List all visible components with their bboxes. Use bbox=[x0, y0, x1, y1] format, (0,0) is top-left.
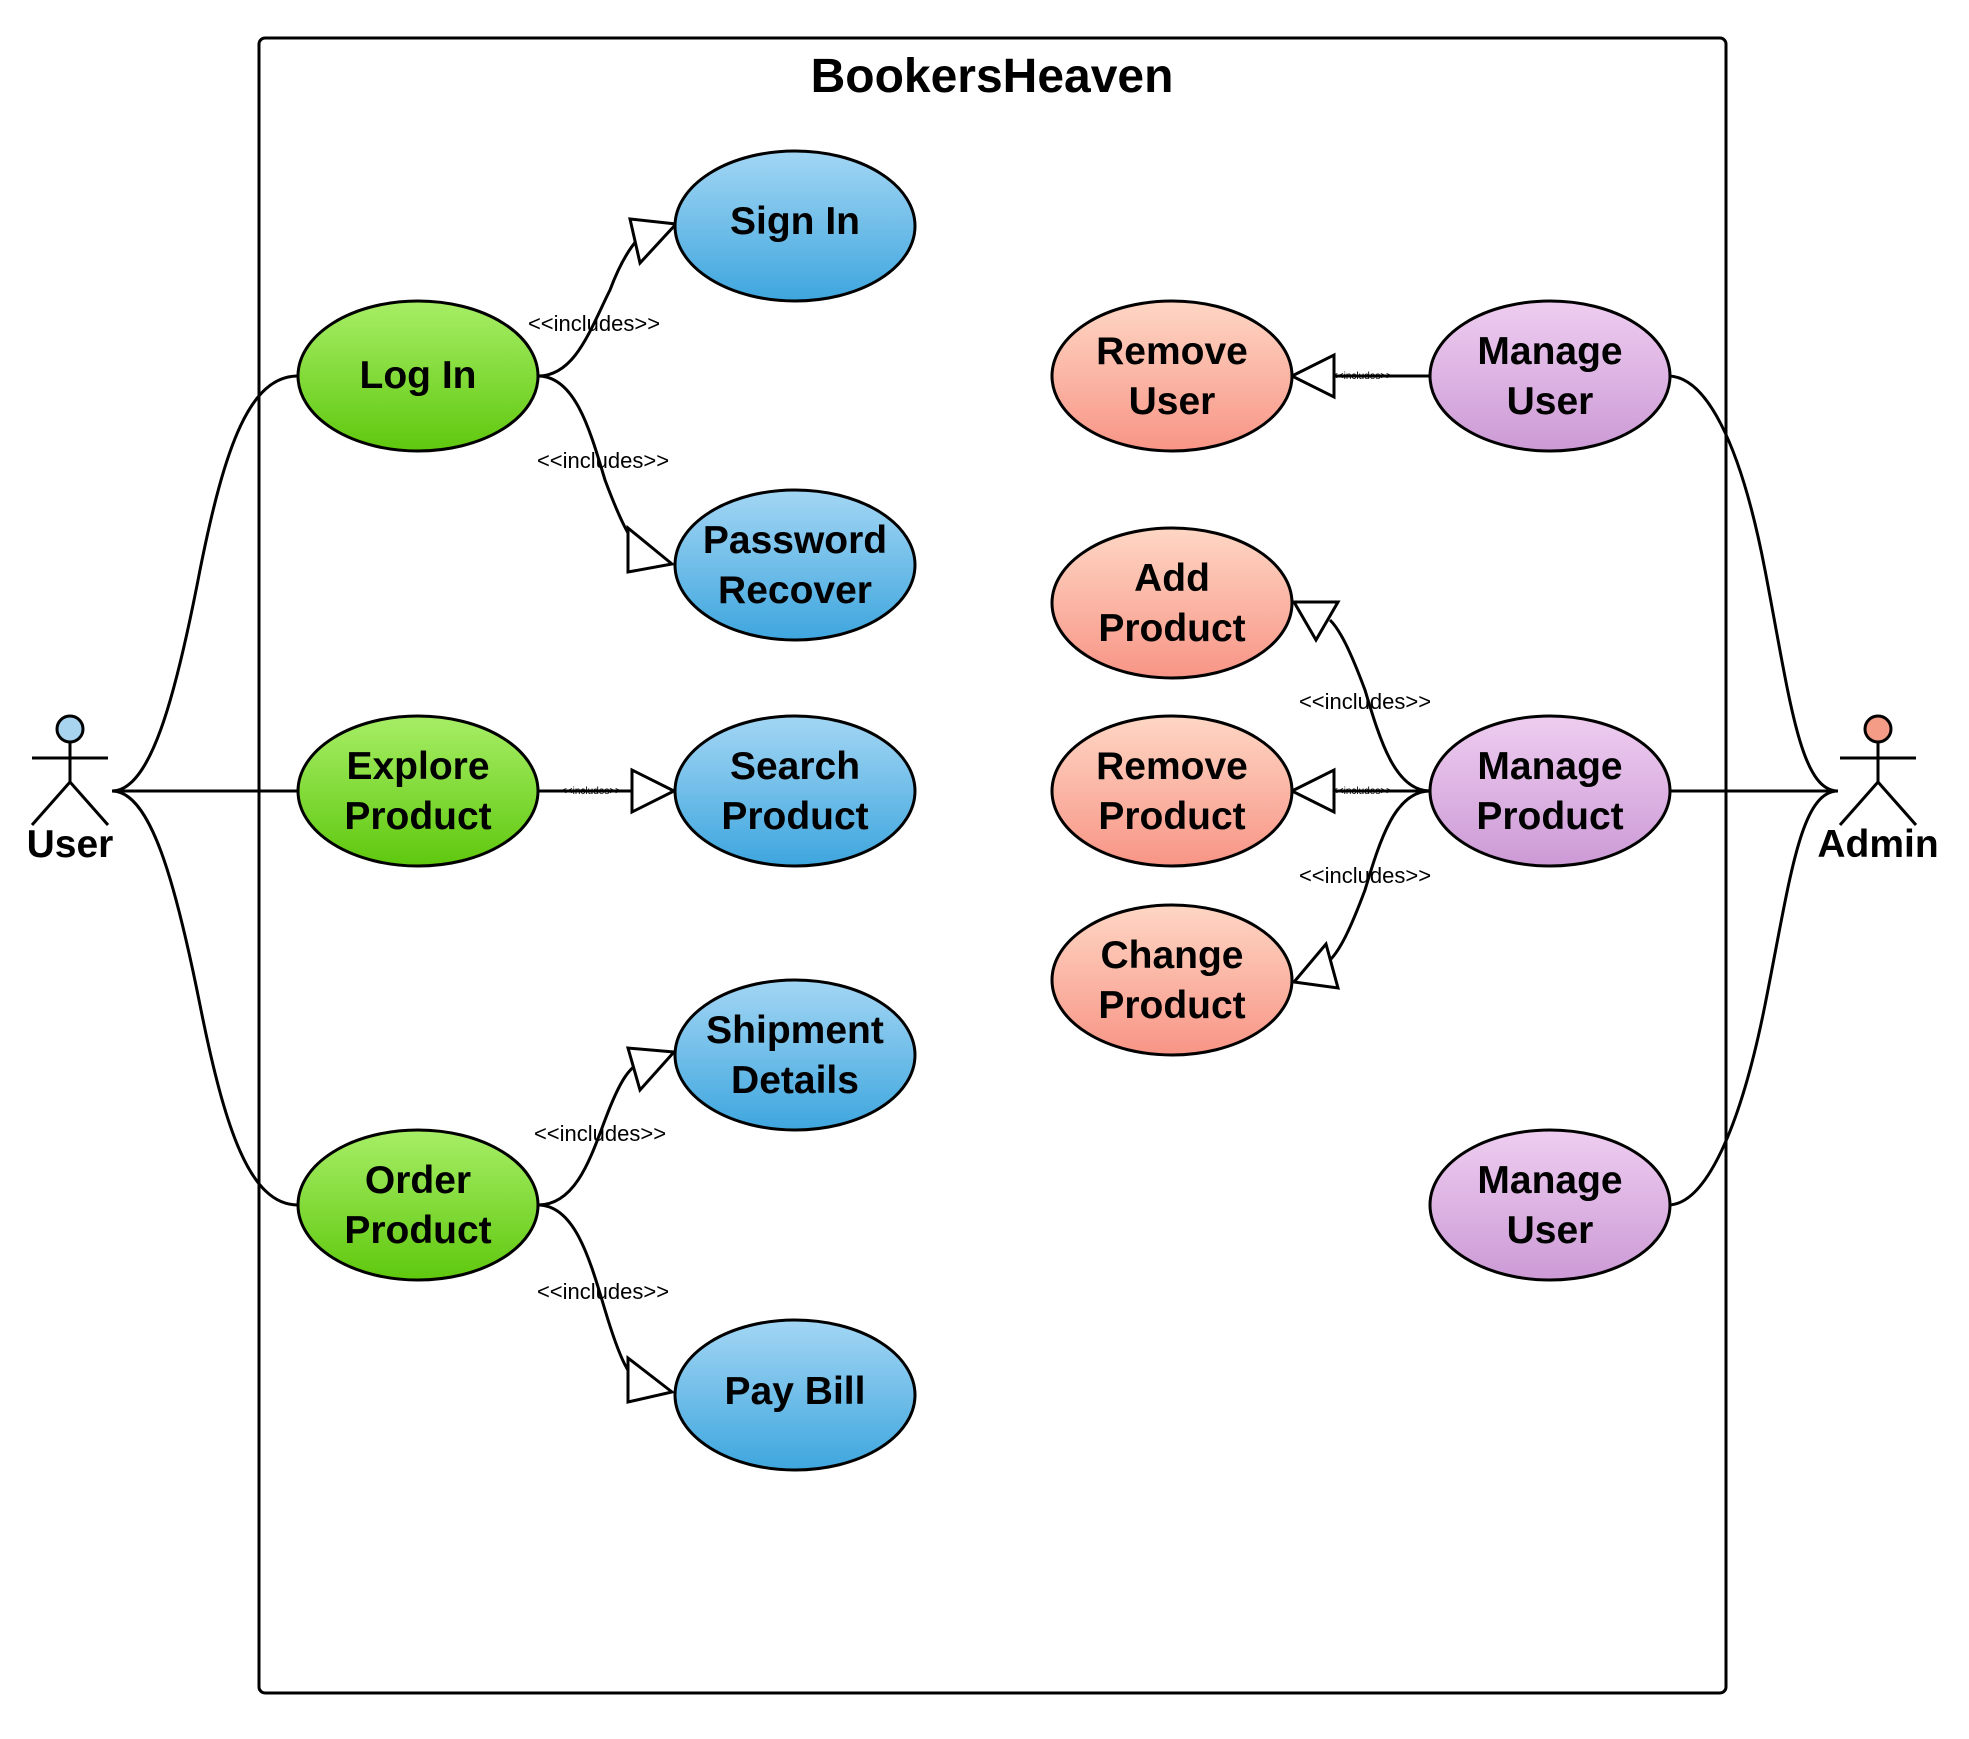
include-arrowhead bbox=[630, 767, 678, 815]
include-arrowhead bbox=[626, 524, 676, 574]
use-case-shape bbox=[1050, 299, 1294, 453]
association-admin-manage-user-2[interactable] bbox=[1667, 789, 1839, 1207]
use-case-shape bbox=[1050, 903, 1294, 1057]
associations bbox=[111, 374, 1839, 1207]
use-case-change-product[interactable]: Change Product bbox=[1050, 903, 1294, 1057]
use-case-label: Remove bbox=[1096, 745, 1248, 788]
actor-head bbox=[1863, 714, 1893, 744]
use-case-shape bbox=[1428, 299, 1672, 453]
use-cases: Log In Explore Product Order Product Sig… bbox=[296, 149, 1672, 1472]
include-edge-manage-product-change[interactable] bbox=[1328, 789, 1431, 962]
use-case-label: Shipment bbox=[706, 1009, 884, 1052]
actor-user[interactable]: User bbox=[27, 714, 114, 866]
use-case-shape bbox=[296, 299, 540, 453]
actor-label: Admin bbox=[1817, 823, 1938, 866]
use-case-shape bbox=[296, 1128, 540, 1282]
use-case-password-recover[interactable]: Password Recover bbox=[673, 488, 917, 642]
use-case-label: User bbox=[1129, 380, 1216, 423]
actor-leg bbox=[1876, 781, 1918, 826]
use-case-label: Recover bbox=[718, 569, 872, 612]
use-case-label: Product bbox=[721, 795, 868, 838]
include-label: <<includes>> bbox=[534, 1121, 666, 1146]
include-label: <<includes>> bbox=[1332, 371, 1392, 382]
include-label: <<includes>> bbox=[1299, 863, 1431, 888]
use-case-label: Explore bbox=[346, 745, 489, 788]
actor-label: User bbox=[27, 823, 114, 866]
use-case-label: Password bbox=[703, 519, 887, 562]
include-edge-manage-product-add[interactable] bbox=[1328, 618, 1431, 793]
use-case-label: Product bbox=[1098, 984, 1245, 1027]
use-case-manage-user-1[interactable]: Manage User bbox=[1428, 299, 1672, 453]
use-case-label: User bbox=[1507, 380, 1594, 423]
include-label: <<includes>> bbox=[561, 786, 621, 797]
use-case-shape bbox=[1050, 526, 1294, 680]
include-edge-log-in-sign-in[interactable] bbox=[537, 230, 648, 378]
system-boundary[interactable] bbox=[257, 36, 1728, 1695]
use-case-label: Log In bbox=[360, 354, 477, 397]
include-label: <<includes>> bbox=[1332, 786, 1392, 797]
use-case-shape bbox=[1050, 714, 1294, 868]
include-arrowhead bbox=[1291, 600, 1341, 643]
use-case-label: User bbox=[1507, 1209, 1594, 1252]
association-user-order-product[interactable] bbox=[111, 789, 299, 1207]
use-case-shape bbox=[673, 714, 917, 868]
use-case-sign-in[interactable]: Sign In bbox=[673, 149, 917, 303]
use-case-shape bbox=[296, 714, 540, 868]
use-case-label: Manage bbox=[1477, 1159, 1622, 1202]
use-case-manage-user-2[interactable]: Manage User bbox=[1428, 1128, 1672, 1282]
use-case-shape bbox=[673, 488, 917, 642]
use-case-label: Pay Bill bbox=[725, 1370, 866, 1413]
include-arrowhead bbox=[1288, 767, 1336, 815]
use-case-shape bbox=[673, 1318, 917, 1472]
use-case-label: Add bbox=[1134, 557, 1210, 600]
use-case-label: Product bbox=[344, 1209, 491, 1252]
actor-leg bbox=[1838, 781, 1880, 826]
use-case-shipment-details[interactable]: Shipment Details bbox=[673, 978, 917, 1132]
actor-leg bbox=[68, 781, 110, 826]
use-case-order-product[interactable]: Order Product bbox=[296, 1128, 540, 1282]
use-case-label: Product bbox=[344, 795, 491, 838]
use-case-explore-product[interactable]: Explore Product bbox=[296, 714, 540, 868]
include-edge-order-shipment[interactable] bbox=[537, 1058, 646, 1207]
use-case-pay-bill[interactable]: Pay Bill bbox=[673, 1318, 917, 1472]
use-case-manage-product[interactable]: Manage Product bbox=[1428, 714, 1672, 868]
use-case-shape bbox=[673, 149, 917, 303]
actor-head bbox=[55, 714, 85, 744]
use-case-label: Details bbox=[731, 1059, 859, 1102]
use-case-label: Manage bbox=[1477, 330, 1622, 373]
use-case-label: Order bbox=[365, 1159, 471, 1202]
use-case-search-product[interactable]: Search Product bbox=[673, 714, 917, 868]
actor-leg bbox=[30, 781, 72, 826]
association-user-log-in[interactable] bbox=[111, 374, 299, 793]
use-case-shape bbox=[1428, 714, 1672, 868]
include-arrowhead bbox=[626, 1354, 676, 1404]
use-case-label: Product bbox=[1098, 607, 1245, 650]
include-label: <<includes>> bbox=[528, 311, 660, 336]
use-case-log-in[interactable]: Log In bbox=[296, 299, 540, 453]
use-case-label: Product bbox=[1476, 795, 1623, 838]
use-case-add-product[interactable]: Add Product bbox=[1050, 526, 1294, 680]
system-title: BookersHeaven bbox=[811, 50, 1174, 103]
use-case-remove-user[interactable]: Remove User bbox=[1050, 299, 1294, 453]
include-label: <<includes>> bbox=[537, 448, 669, 473]
use-case-label: Remove bbox=[1096, 330, 1248, 373]
use-case-label: Product bbox=[1098, 795, 1245, 838]
include-relationships: <<includes>> <<includes>> <<includes>> <… bbox=[528, 217, 1431, 1404]
include-label: <<includes>> bbox=[537, 1279, 669, 1304]
use-case-label: Search bbox=[730, 745, 860, 788]
include-arrowhead bbox=[1288, 352, 1336, 400]
include-arrowhead bbox=[628, 217, 680, 267]
use-case-label: Change bbox=[1100, 934, 1243, 977]
use-case-shape bbox=[673, 978, 917, 1132]
use-case-label: Sign In bbox=[730, 200, 860, 243]
use-case-label: Manage bbox=[1477, 745, 1622, 788]
actor-admin[interactable]: Admin bbox=[1817, 714, 1939, 866]
include-arrowhead bbox=[1291, 940, 1341, 990]
use-case-remove-product[interactable]: Remove Product bbox=[1050, 714, 1294, 868]
use-case-shape bbox=[1428, 1128, 1672, 1282]
association-admin-manage-user-1[interactable] bbox=[1667, 374, 1839, 793]
include-label: <<includes>> bbox=[1299, 689, 1431, 714]
include-arrowhead bbox=[625, 1046, 678, 1094]
